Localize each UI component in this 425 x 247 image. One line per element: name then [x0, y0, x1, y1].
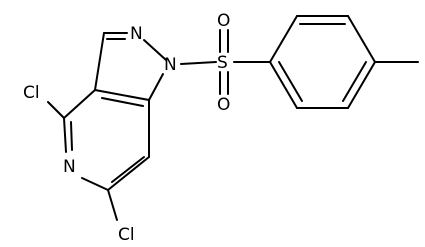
bond-n2-n1 — [143, 39, 167, 61]
bond-c6-cl — [107, 189, 118, 221]
bond-c3a-c4 — [63, 89, 96, 119]
bond-c3a-c7a-inner — [101, 97, 144, 107]
atom-n2: N — [130, 24, 143, 44]
bond-ar-4 — [347, 61, 376, 109]
bond-ar-6-inner — [278, 61, 303, 102]
atom-n-pyridine: N — [63, 157, 76, 177]
bond-ar-3 — [347, 15, 376, 63]
bond-ar-1 — [269, 15, 298, 63]
bond-n1-c7a — [148, 73, 164, 101]
bond-c3a-c7a — [94, 89, 150, 101]
bond-c4-n5-double — [70, 121, 73, 151]
atom-o-top: O — [217, 11, 230, 31]
bond-n1-s — [180, 61, 217, 65]
atom-n1: N — [164, 55, 177, 75]
atom-o-bottom: O — [217, 95, 230, 115]
bond-n5-c6 — [81, 177, 109, 191]
bond-ar-6 — [269, 61, 298, 109]
bond-c3a-c3 — [94, 32, 105, 91]
bond-ar-4-inner — [342, 61, 367, 102]
bond-c4-cl — [47, 101, 65, 119]
atom-cl-top: Cl — [23, 83, 40, 103]
atom-s: S — [217, 53, 228, 73]
bond-c6-c7 — [107, 156, 150, 191]
bond-c6-c7-double — [111, 156, 145, 183]
bond-c4-n5 — [63, 117, 67, 153]
atom-cl-bottom: Cl — [118, 225, 135, 245]
